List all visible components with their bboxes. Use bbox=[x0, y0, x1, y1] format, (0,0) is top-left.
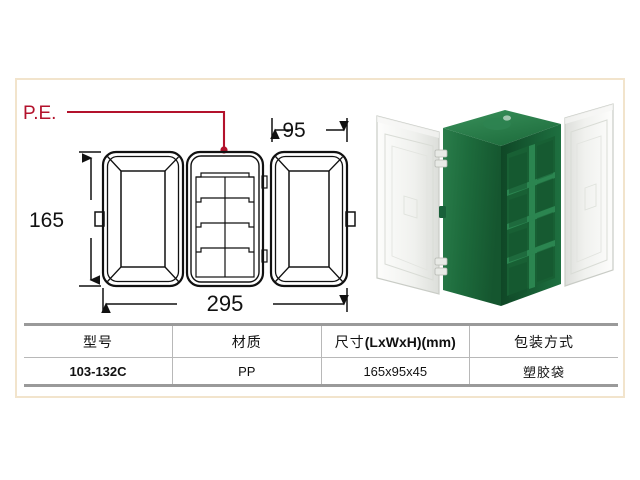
pe-label: P.E. bbox=[23, 103, 56, 124]
header-material: 材质 bbox=[172, 323, 322, 358]
dimension-lid-width bbox=[270, 118, 349, 142]
header-dimensions-latin: (LxWxH)(mm) bbox=[364, 333, 456, 350]
header-dimensions-cjk: 尺寸 bbox=[334, 334, 365, 351]
technical-drawing: P.E. 165 bbox=[17, 80, 367, 320]
cell-packaging: 塑胶袋 bbox=[469, 357, 618, 387]
dimension-total-width bbox=[101, 288, 349, 313]
right-lid-view bbox=[269, 150, 356, 288]
left-lid-view bbox=[94, 150, 185, 288]
pe-callout: P.E. bbox=[23, 103, 228, 154]
dimension-total-width-label: 295 bbox=[207, 291, 244, 316]
header-dimensions: 尺寸(LxWxH)(mm) bbox=[320, 323, 470, 358]
dimension-height-label: 165 bbox=[29, 209, 64, 232]
pe-leader-line bbox=[67, 110, 226, 150]
hinge-lower bbox=[434, 257, 448, 276]
header-model: 型号 bbox=[24, 323, 173, 358]
cell-model: 103-132C bbox=[24, 357, 173, 387]
cell-dimensions: 165x95x45 bbox=[320, 357, 470, 387]
hinge-upper bbox=[434, 149, 448, 168]
dimension-height bbox=[79, 151, 101, 287]
spec-table: 型号 材质 尺寸(LxWxH)(mm) 包装方式 103-132C PP 165… bbox=[24, 323, 618, 387]
product-photo bbox=[365, 88, 623, 316]
header-packaging: 包装方式 bbox=[469, 323, 618, 358]
content-frame: P.E. 165 bbox=[15, 78, 625, 398]
cell-material: PP bbox=[172, 357, 322, 387]
table-header-row: 型号 材质 尺寸(LxWxH)(mm) 包装方式 bbox=[24, 323, 618, 358]
box-body bbox=[434, 110, 561, 306]
table-row: 103-132C PP 165x95x45 塑胶袋 bbox=[24, 357, 618, 387]
right-lid bbox=[564, 103, 614, 287]
dimension-lid-width-label: 95 bbox=[282, 119, 305, 142]
left-lid bbox=[376, 115, 440, 295]
center-tray-view bbox=[185, 150, 268, 288]
